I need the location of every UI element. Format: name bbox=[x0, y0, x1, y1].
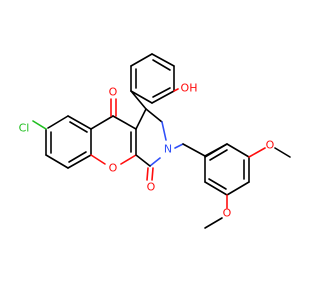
bond-o bbox=[173, 88, 179, 92]
bond bbox=[152, 59, 171, 71]
bond bbox=[145, 108, 163, 123]
bond bbox=[130, 90, 147, 110]
atom-label-o-methoxy-2: O bbox=[223, 207, 232, 220]
bond bbox=[226, 143, 250, 158]
bond bbox=[47, 115, 69, 129]
bond bbox=[209, 149, 228, 161]
atom-label-o-methoxy-1: O bbox=[266, 139, 275, 152]
bond bbox=[204, 181, 228, 196]
bond bbox=[69, 121, 88, 133]
atom-label-cl: Cl bbox=[19, 122, 30, 135]
atom-label-o-lactam: O bbox=[147, 181, 156, 194]
atom-labels: Cl O OH N O O O O bbox=[19, 82, 275, 220]
bond bbox=[274, 147, 291, 158]
bond bbox=[204, 143, 228, 158]
bond-o bbox=[248, 147, 266, 158]
bond bbox=[208, 178, 227, 190]
atom-label-n: N bbox=[164, 143, 172, 156]
bonds bbox=[32, 53, 291, 229]
bond bbox=[135, 108, 147, 130]
bond-o bbox=[146, 167, 149, 181]
bond-o bbox=[151, 167, 154, 181]
molecule-diagram: Cl O OH N O O O O bbox=[19, 53, 291, 229]
bond-n bbox=[161, 121, 167, 141]
bond bbox=[130, 53, 153, 67]
bond bbox=[135, 154, 151, 167]
bond bbox=[151, 53, 175, 67]
bond-n bbox=[174, 143, 184, 149]
bond bbox=[112, 115, 137, 130]
bond bbox=[204, 217, 223, 229]
atom-label-o-ring: O bbox=[109, 162, 118, 175]
bond-o bbox=[90, 154, 106, 165]
bond bbox=[45, 154, 69, 169]
bond-o bbox=[120, 154, 137, 165]
bond bbox=[151, 90, 175, 104]
bond bbox=[182, 143, 206, 157]
structure-svg: Cl O OH N O O O O bbox=[19, 53, 291, 229]
bond bbox=[90, 115, 114, 130]
bond bbox=[67, 115, 92, 130]
bond bbox=[68, 151, 87, 163]
atom-label-oh: OH bbox=[181, 82, 198, 95]
bond-n bbox=[149, 157, 161, 167]
bond bbox=[152, 87, 171, 98]
bond bbox=[226, 181, 250, 196]
bond bbox=[67, 154, 92, 169]
bond bbox=[130, 90, 153, 104]
atom-label-o-ketone: O bbox=[109, 86, 118, 99]
bond-cl bbox=[32, 120, 47, 130]
